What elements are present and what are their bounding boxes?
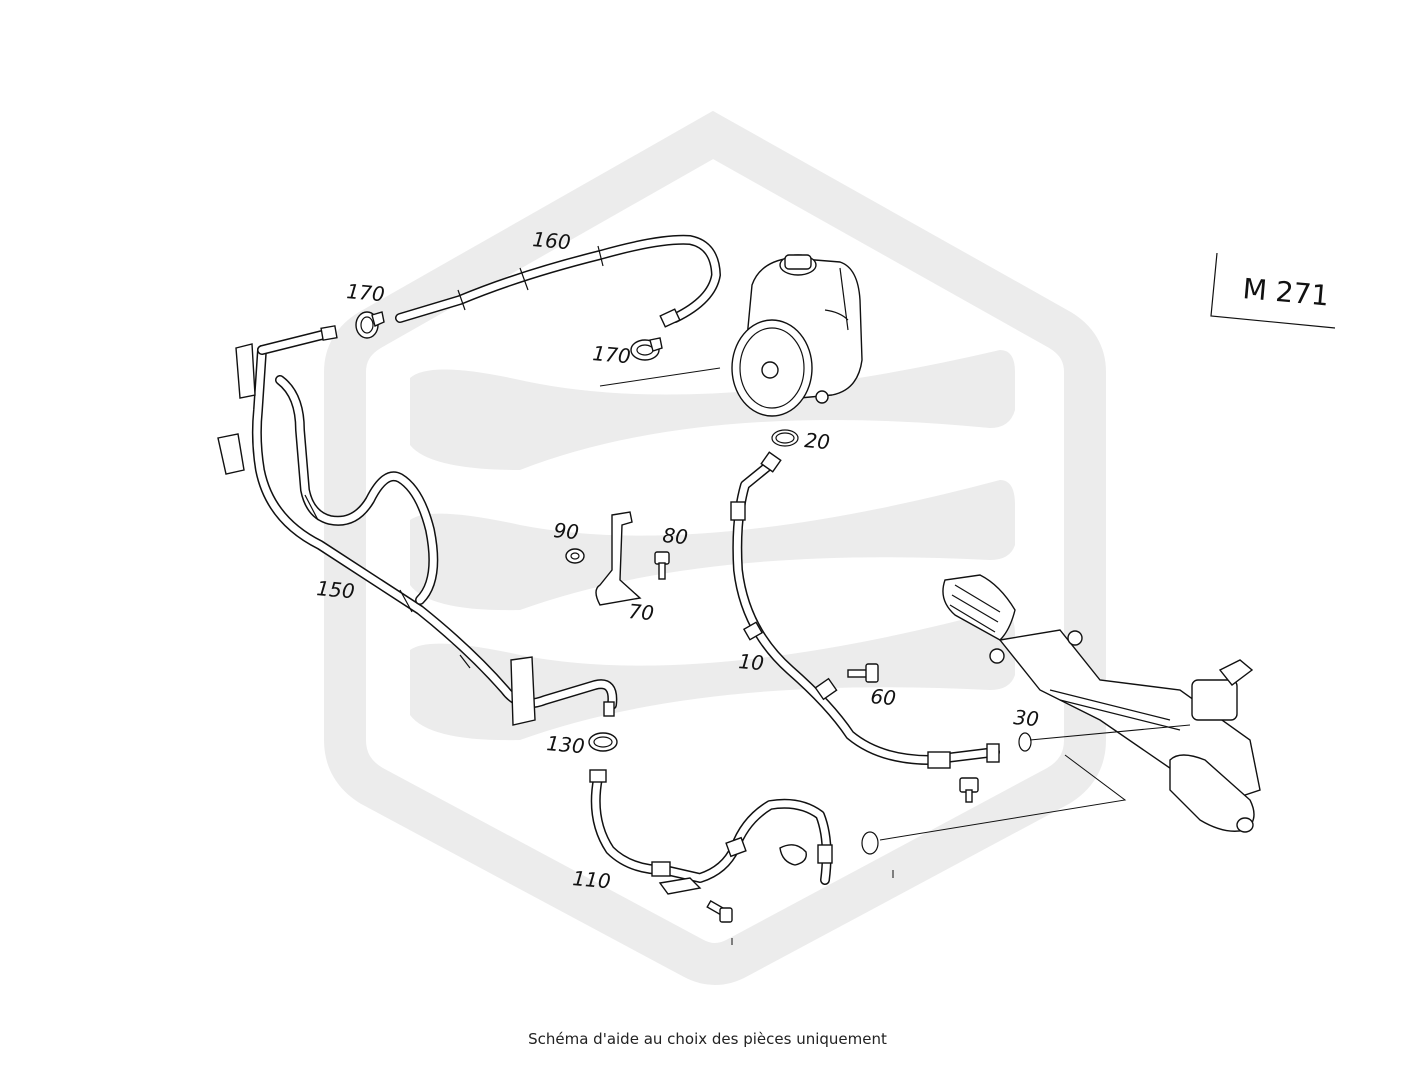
bracket-70[interactable] (595, 511, 642, 606)
label-170-right[interactable]: 170 (592, 341, 632, 368)
return-line-150[interactable] (217, 325, 618, 726)
part-labels: 160 170 170 20 90 80 70 150 10 60 30 130… (316, 227, 1040, 893)
watermark-logo (324, 110, 1106, 985)
return-hose-110[interactable] (589, 769, 833, 895)
steering-rack[interactable] (942, 574, 1261, 833)
hose-160[interactable] (395, 234, 721, 328)
engine-code-label: M 271 (1241, 272, 1330, 312)
pressure-line-10[interactable] (730, 451, 1000, 769)
bolt-lower[interactable] (959, 777, 979, 803)
label-80[interactable]: 80 (662, 523, 689, 549)
label-60[interactable]: 60 (870, 684, 897, 710)
hose-clamp-170-left[interactable] (355, 311, 385, 339)
o-ring-110[interactable] (861, 831, 879, 855)
leader-lines (599, 367, 1191, 945)
label-70[interactable]: 70 (628, 599, 655, 625)
engine-code-box: M 271 (1210, 252, 1336, 329)
label-110[interactable]: 110 (572, 866, 612, 893)
bolt-80[interactable] (654, 551, 670, 580)
label-150[interactable]: 150 (316, 576, 356, 603)
label-30[interactable]: 30 (1013, 705, 1040, 731)
hose-clamp-170-right[interactable] (630, 337, 663, 361)
label-10[interactable]: 10 (738, 649, 765, 675)
label-170-left[interactable]: 170 (346, 279, 386, 306)
o-ring-30[interactable] (1018, 732, 1032, 752)
power-steering-pump[interactable] (731, 254, 863, 417)
bolt-110[interactable] (706, 899, 733, 923)
o-ring-20[interactable] (771, 429, 799, 447)
nut-90[interactable] (565, 548, 585, 564)
hose-clamp-130[interactable] (588, 732, 618, 752)
bolt-60[interactable] (847, 663, 879, 683)
diagram-caption: Schéma d'aide au choix des pièces unique… (528, 1030, 887, 1048)
label-160[interactable]: 160 (532, 227, 572, 254)
label-20[interactable]: 20 (804, 428, 831, 454)
label-130[interactable]: 130 (546, 731, 586, 758)
label-90[interactable]: 90 (553, 518, 580, 544)
